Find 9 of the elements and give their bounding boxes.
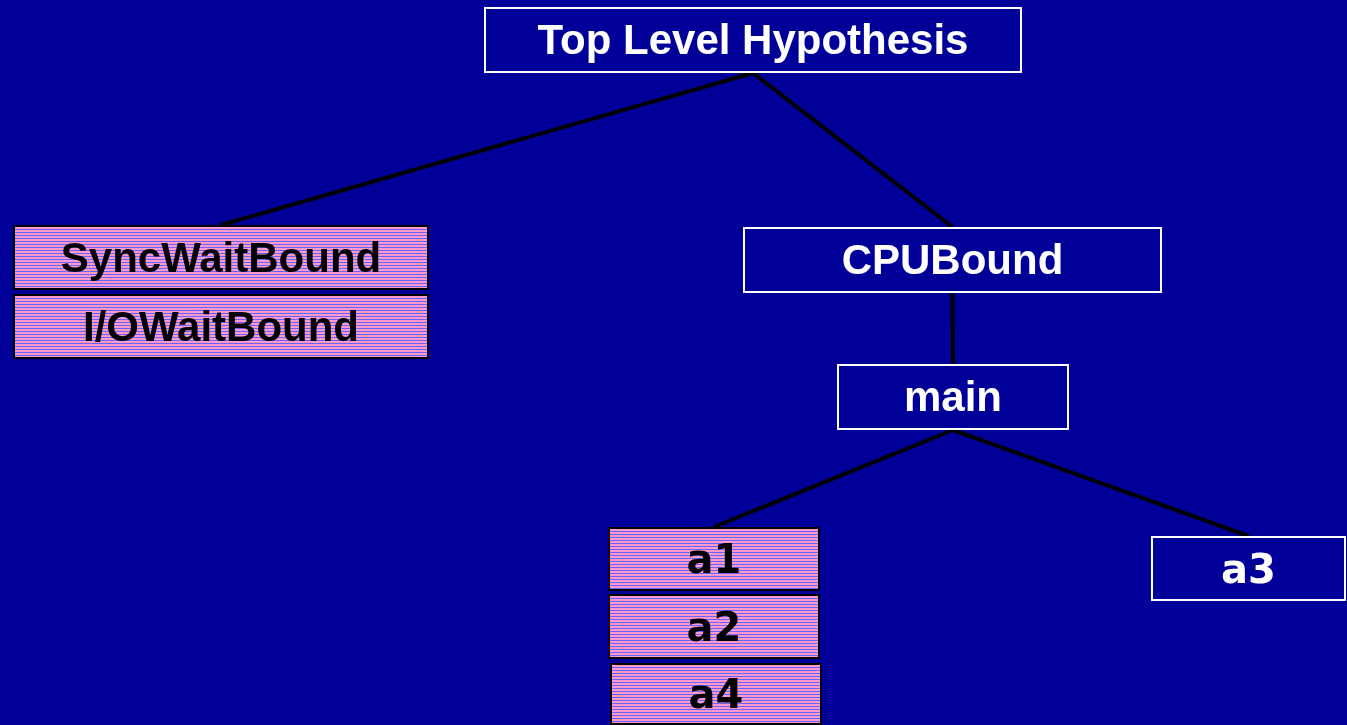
hypothesis-box: CPUBound <box>743 227 1162 293</box>
hypothesis-box: main <box>837 364 1069 430</box>
connector-line <box>950 293 955 364</box>
hypothesis-box: Top Level Hypothesis <box>484 7 1022 73</box>
connector-line <box>751 71 954 229</box>
connector-line <box>713 428 954 529</box>
hypothesis-box: a3 <box>1151 536 1346 601</box>
connector-line <box>952 428 1250 538</box>
connector-line <box>220 71 754 227</box>
